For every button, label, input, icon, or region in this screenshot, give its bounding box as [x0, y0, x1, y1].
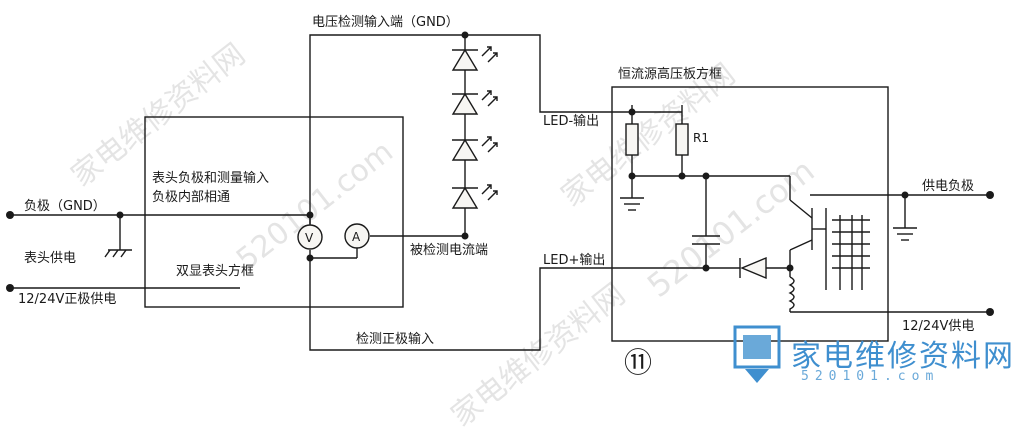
meter-power-label: 表头供电 — [24, 251, 76, 266]
volt-symbol: V — [305, 231, 314, 245]
supply-negative-label: 供电负极 — [922, 179, 974, 194]
dual-display-box — [144, 116, 404, 308]
led-minus-label: LED-输出 — [543, 113, 599, 129]
voltage-detect-line — [309, 34, 612, 237]
constant-current-box-label: 恒流源高压板方框 — [618, 66, 722, 82]
detect-positive-line — [309, 258, 612, 351]
inductor-icon — [788, 276, 795, 312]
transformer-icon — [825, 208, 870, 290]
diode-icon — [739, 256, 767, 280]
supply-24v-label: 12/24V供电 — [902, 319, 974, 334]
voltage-detect-label: 电压检测输入端（GND） — [312, 14, 459, 30]
volt-meter-icon — [297, 224, 323, 250]
figure-number: ⑪ — [624, 346, 652, 379]
neg-gnd-label: 负极（GND） — [24, 199, 106, 214]
led-icon — [451, 184, 498, 209]
led-icon — [451, 136, 498, 161]
meter-common-label: 表头负极和测量输入负极内部相通 — [152, 170, 269, 205]
logo-title: 家电维修资料网 — [791, 339, 1012, 374]
ground-icon — [620, 197, 644, 211]
dual-display-box-label: 双显表头方框 — [176, 263, 254, 279]
resistor-r1 — [675, 123, 689, 156]
constant-current-box — [611, 86, 889, 342]
amp-meter-icon — [344, 223, 370, 249]
ground-icon — [893, 227, 917, 241]
logo-sub: 520101.com — [801, 369, 940, 384]
transistor-icon — [789, 199, 826, 251]
led-icon — [451, 46, 498, 71]
pos-supply-label: 12/24V正极供电 — [18, 292, 116, 307]
logo-icon — [733, 325, 781, 383]
circuit-diagram: 电压检测输入端（GND） 恒流源高压板方框 负极（GND） 表头供电 12/24… — [6, 14, 994, 379]
r1-label: R1 — [693, 131, 709, 145]
detected-current-label: 被检测电流端 — [410, 243, 488, 258]
site-logo: 家电维修资料网 520101.com — [733, 323, 1012, 393]
led-icon — [451, 90, 498, 115]
led-plus-label: LED+输出 — [543, 252, 605, 268]
detect-positive-label: 检测正极输入 — [356, 331, 434, 347]
resistor — [625, 123, 639, 156]
amp-symbol: A — [352, 230, 361, 244]
